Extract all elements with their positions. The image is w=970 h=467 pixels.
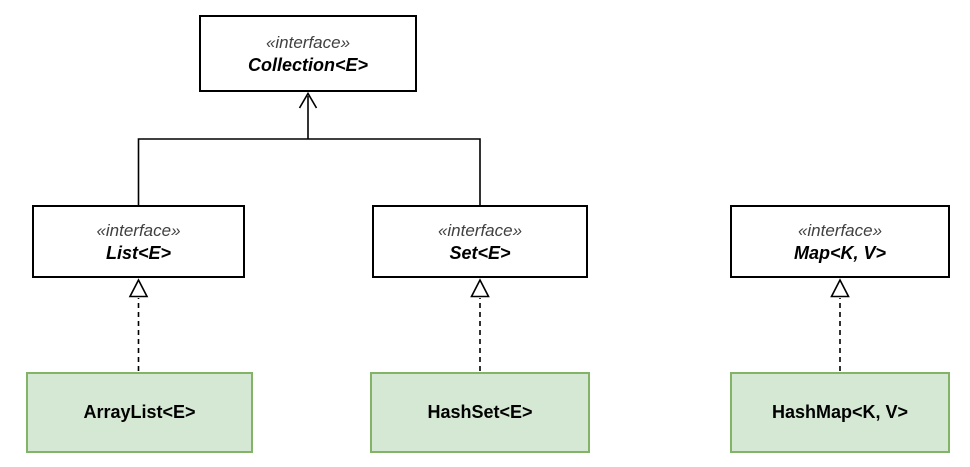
edge-branch-line	[137, 138, 481, 205]
edge-hashmap-implements-map	[830, 278, 850, 371]
edge-hashset-implements-set	[470, 278, 490, 371]
class-name: HashMap<K, V>	[771, 402, 909, 422]
hollow-triangle-head-icon	[830, 278, 850, 298]
stereotype-label: «interface»	[797, 220, 883, 240]
stereotype-label: «interface»	[265, 32, 351, 52]
class-name: ArrayList<E>	[83, 402, 196, 422]
class-name: HashSet<E>	[427, 402, 533, 422]
node-class-hashset: HashSet<E>	[370, 372, 590, 453]
interface-name: Collection<E>	[247, 54, 369, 75]
interface-name: List<E>	[105, 242, 172, 263]
stereotype-label: «interface»	[96, 220, 181, 240]
node-class-arraylist: ArrayList<E>	[26, 372, 253, 453]
interface-name: Set<E>	[449, 242, 511, 263]
node-interface-set: «interface» Set<E>	[372, 205, 588, 278]
hollow-triangle-head-icon	[470, 278, 490, 298]
edge-arraylist-implements-list	[128, 278, 149, 371]
node-interface-map: «interface» Map<K, V>	[730, 205, 950, 278]
interface-name: Map<K, V>	[793, 242, 887, 263]
node-class-hashmap: HashMap<K, V>	[730, 372, 950, 453]
node-interface-collection: «interface» Collection<E>	[199, 15, 417, 92]
node-interface-list: «interface» List<E>	[32, 205, 245, 278]
hollow-triangle-head-icon	[128, 278, 149, 298]
open-arrow-head-icon	[298, 91, 318, 109]
stereotype-label: «interface»	[437, 220, 523, 240]
edge-list-set-extends-collection	[137, 91, 481, 205]
